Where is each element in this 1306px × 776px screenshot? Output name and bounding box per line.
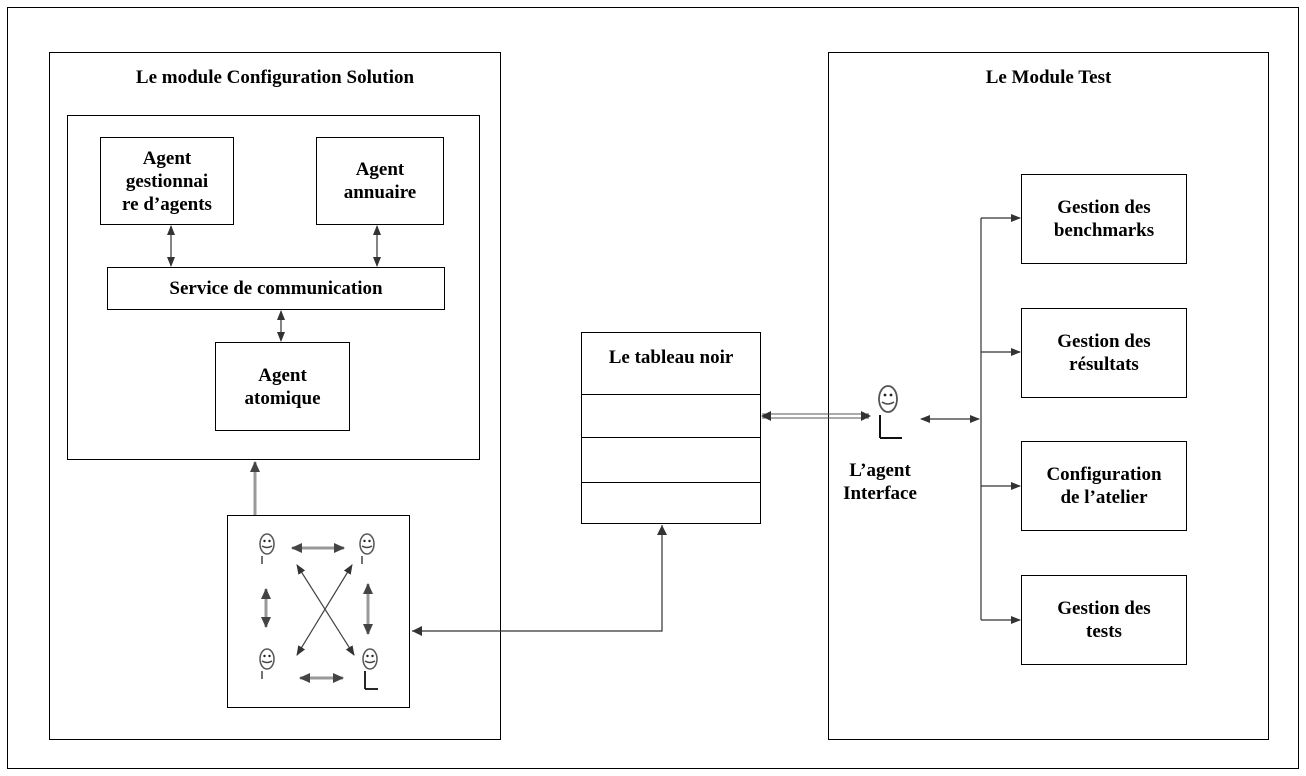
arrow-blackboard-group [412, 525, 663, 632]
group-agent-bottom-left [259, 648, 275, 680]
service-communication-box: Service de communication [107, 267, 445, 310]
agent-group-box [227, 515, 410, 708]
agent-annuaire-box: Agent annuaire [316, 137, 444, 225]
gestion-resultats-box: Gestion des résultats [1021, 308, 1187, 398]
agent-atomique-box: Agent atomique [215, 342, 350, 431]
configuration-atelier-box: Configuration de l’atelier [1021, 441, 1187, 531]
blackboard-title: Le tableau noir [608, 347, 734, 368]
gestion-tests-box: Gestion des tests [1021, 575, 1187, 665]
agent-gestionnaire-box: Agent gestionnai re d’agents [100, 137, 234, 225]
group-agent-bottom-right [362, 648, 378, 690]
gestion-benchmarks-box: Gestion des benchmarks [1021, 174, 1187, 264]
left-inner-frame [67, 115, 480, 460]
outer-border [7, 7, 1299, 769]
left-module-title: Le module Configuration Solution [135, 67, 415, 88]
group-agent-top-right [359, 533, 375, 565]
right-module-title: Le Module Test [985, 67, 1112, 88]
blackboard-row [581, 437, 761, 483]
interface-agent-icon [878, 385, 902, 439]
interface-agent-label: L’agent Interface [843, 460, 917, 504]
left-module-frame [49, 52, 501, 740]
right-module-frame [828, 52, 1269, 740]
group-agent-top-left [259, 533, 275, 565]
